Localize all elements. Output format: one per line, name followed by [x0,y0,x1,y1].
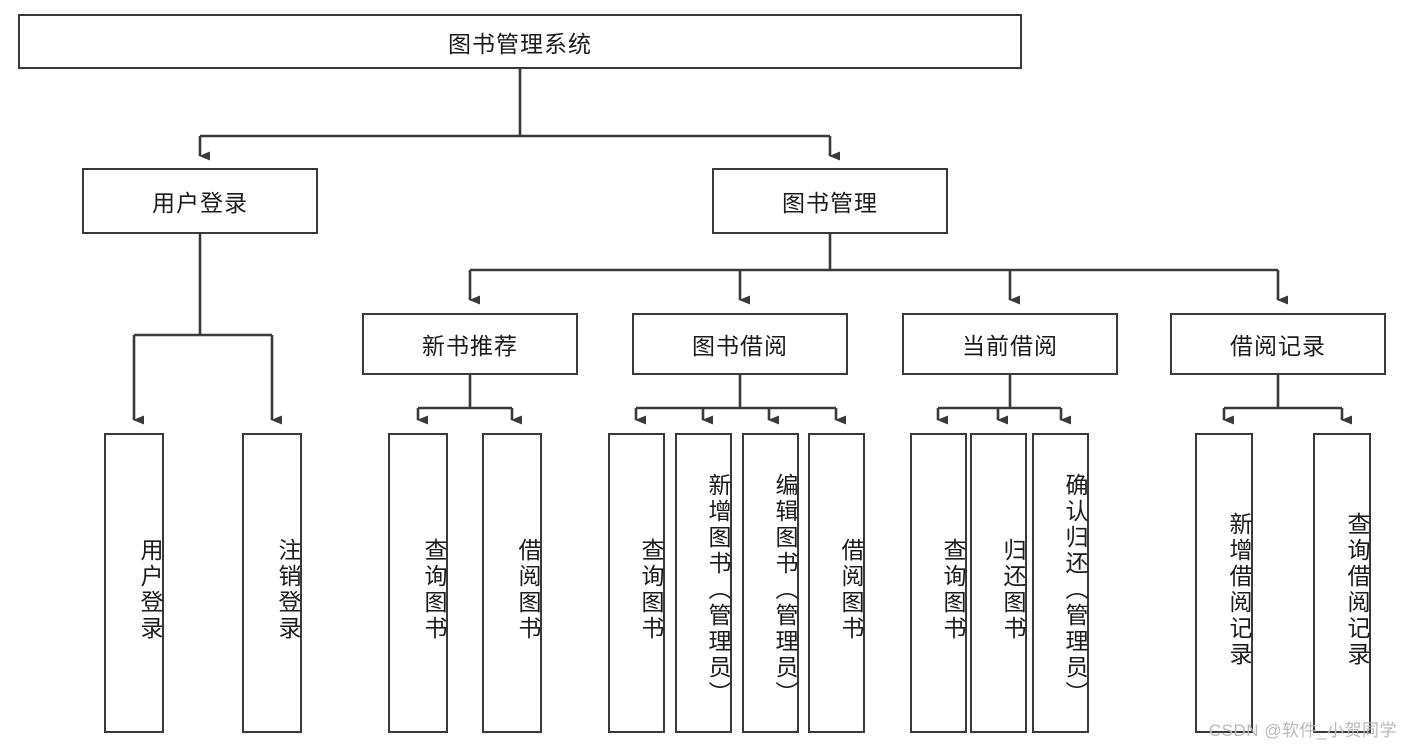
node-label: 新书推荐 [422,333,518,359]
node-label: 新增图书（管理员） [705,473,731,707]
leaf-borrow-record-query[interactable]: 查询借阅记录 [1313,433,1371,733]
node-label: 当前借阅 [962,333,1058,359]
node-label: 查询图书 [638,538,664,642]
node-label: 图书借阅 [692,333,788,359]
leaf-new-book-borrow[interactable]: 借阅图书 [482,433,542,733]
node-label: 借阅图书 [838,538,864,642]
node-label: 查询借阅记录 [1344,512,1370,668]
leaf-current-borrow-return[interactable]: 归还图书 [970,433,1027,733]
leaf-book-borrow-borrow[interactable]: 借阅图书 [808,433,865,733]
node-label: 确认归还（管理员） [1062,473,1088,707]
leaf-current-borrow-query[interactable]: 查询图书 [910,433,967,733]
node-label: 图书管理系统 [448,30,592,57]
node-current-borrow[interactable]: 当前借阅 [902,313,1118,375]
node-label: 查询图书 [940,538,966,642]
node-label: 查询图书 [421,538,447,642]
node-borrow-record[interactable]: 借阅记录 [1170,313,1386,375]
leaf-book-borrow-query[interactable]: 查询图书 [608,433,665,733]
node-label: 借阅图书 [515,538,541,642]
leaf-book-borrow-edit[interactable]: 编辑图书（管理员） [742,433,799,733]
node-label: 编辑图书（管理员） [772,473,798,707]
node-book-management[interactable]: 图书管理 [712,168,948,234]
leaf-user-login-logout[interactable]: 注销登录 [242,433,302,733]
node-label: 新增借阅记录 [1226,512,1252,668]
leaf-new-book-query[interactable]: 查询图书 [388,433,448,733]
node-label: 图书管理 [782,190,878,216]
leaf-current-borrow-confirm-return[interactable]: 确认归还（管理员） [1032,433,1089,733]
node-label: 用户登录 [137,538,163,642]
node-new-book-recommend[interactable]: 新书推荐 [362,313,578,375]
node-label: 用户登录 [152,190,248,216]
node-label: 借阅记录 [1230,333,1326,359]
node-label: 归还图书 [1000,538,1026,642]
node-label: 注销登录 [275,538,301,642]
node-book-borrow[interactable]: 图书借阅 [632,313,848,375]
csdn-watermark: CSDN @软件_小贺同学 [1208,721,1397,740]
leaf-borrow-record-add[interactable]: 新增借阅记录 [1195,433,1253,733]
node-user-login[interactable]: 用户登录 [82,168,318,234]
node-root-book-management-system[interactable]: 图书管理系统 [18,14,1022,69]
leaf-book-borrow-add[interactable]: 新增图书（管理员） [675,433,732,733]
leaf-user-login-login[interactable]: 用户登录 [104,433,164,733]
